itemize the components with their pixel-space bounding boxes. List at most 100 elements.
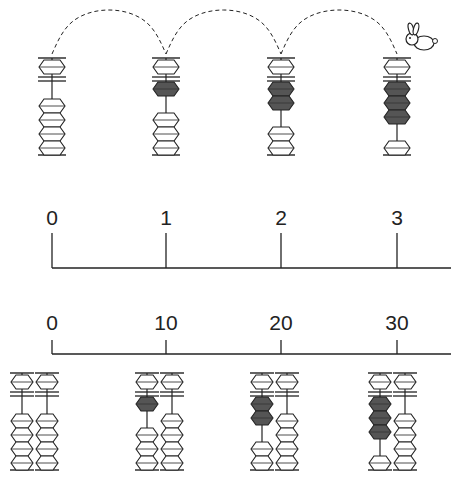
bead bbox=[394, 456, 416, 470]
bead bbox=[153, 113, 179, 127]
bead-edge bbox=[251, 418, 273, 419]
bead-edge bbox=[276, 421, 298, 422]
bead bbox=[136, 442, 158, 456]
frame-bar bbox=[135, 372, 159, 373]
abacus-rod bbox=[383, 58, 411, 155]
beam-bar bbox=[35, 395, 59, 396]
bead-edge bbox=[11, 449, 33, 450]
beam-bar bbox=[38, 80, 66, 81]
bead-edge bbox=[36, 421, 58, 422]
bead-edge bbox=[268, 67, 294, 68]
beam-bar bbox=[275, 391, 299, 392]
frame-bar bbox=[275, 372, 299, 373]
bead-edge bbox=[384, 148, 410, 149]
bead bbox=[384, 141, 410, 155]
bead-edge bbox=[394, 382, 416, 383]
bead-edge bbox=[136, 449, 158, 450]
bead bbox=[276, 456, 298, 470]
rabbit-icon bbox=[406, 23, 438, 50]
bead-edge bbox=[251, 382, 273, 383]
beam-bar bbox=[160, 391, 184, 392]
bead-edge bbox=[11, 421, 33, 422]
bead-edge bbox=[136, 404, 158, 405]
bead-edge bbox=[11, 435, 33, 436]
bead-edge bbox=[369, 463, 391, 464]
abacus-rod bbox=[267, 58, 295, 155]
number-label: 1 bbox=[160, 207, 172, 228]
bead bbox=[39, 113, 65, 127]
bead-edge bbox=[384, 103, 410, 104]
bead-edge bbox=[153, 148, 179, 149]
bead-edge bbox=[251, 449, 273, 450]
tick-mark bbox=[165, 233, 166, 268]
abacus-rod bbox=[10, 373, 34, 470]
bead bbox=[276, 375, 298, 389]
bead-edge bbox=[153, 120, 179, 121]
bead-edge bbox=[394, 421, 416, 422]
bead bbox=[251, 456, 273, 470]
bead-edge bbox=[394, 435, 416, 436]
bead-edge bbox=[161, 435, 183, 436]
bead bbox=[161, 442, 183, 456]
bead bbox=[153, 60, 179, 74]
jump-arc bbox=[166, 10, 281, 54]
counted-bead bbox=[268, 82, 294, 96]
beam-bar bbox=[368, 391, 392, 392]
bead-edge bbox=[369, 432, 391, 433]
bead bbox=[36, 428, 58, 442]
bead bbox=[11, 456, 33, 470]
number-label: 0 bbox=[46, 207, 58, 228]
bead bbox=[394, 414, 416, 428]
counted-bead bbox=[153, 82, 179, 96]
bead-edge bbox=[384, 67, 410, 68]
number-label: 0 bbox=[46, 312, 58, 333]
number-label: 2 bbox=[275, 207, 287, 228]
frame-bar bbox=[368, 372, 392, 373]
frame-bar bbox=[267, 57, 295, 58]
beam-bar bbox=[160, 395, 184, 396]
bead bbox=[251, 375, 273, 389]
bead-edge bbox=[39, 120, 65, 121]
bead bbox=[39, 141, 65, 155]
bead-edge bbox=[268, 134, 294, 135]
bead-edge bbox=[11, 382, 33, 383]
bead-edge bbox=[36, 382, 58, 383]
bead-edge bbox=[153, 89, 179, 90]
bead bbox=[369, 375, 391, 389]
abacus-rod bbox=[368, 373, 392, 470]
bead bbox=[268, 60, 294, 74]
number-line bbox=[52, 267, 451, 269]
counted-bead bbox=[384, 82, 410, 96]
frame-bar bbox=[35, 372, 59, 373]
beam-bar bbox=[152, 76, 180, 77]
bead bbox=[11, 442, 33, 456]
bead-edge bbox=[161, 463, 183, 464]
bead-edge bbox=[161, 382, 183, 383]
abacus-rod bbox=[275, 373, 299, 470]
bead-edge bbox=[369, 418, 391, 419]
bead bbox=[39, 99, 65, 113]
beam-bar bbox=[10, 395, 34, 396]
beam-bar bbox=[35, 391, 59, 392]
frame-bar bbox=[38, 57, 66, 58]
beam-bar bbox=[275, 395, 299, 396]
tick-mark bbox=[165, 340, 166, 354]
bead bbox=[11, 375, 33, 389]
beam-bar bbox=[135, 391, 159, 392]
frame-bar bbox=[393, 372, 417, 373]
bead bbox=[161, 456, 183, 470]
frame-bar bbox=[10, 372, 34, 373]
abacus-rod bbox=[152, 58, 180, 155]
counted-bead bbox=[384, 96, 410, 110]
abacus-rod bbox=[393, 373, 417, 470]
abacus-rod bbox=[250, 373, 274, 470]
counted-bead bbox=[369, 397, 391, 411]
jump-arc bbox=[52, 10, 166, 54]
frame-bar bbox=[250, 372, 274, 373]
number-label: 3 bbox=[391, 207, 403, 228]
bead bbox=[39, 127, 65, 141]
bead-edge bbox=[276, 382, 298, 383]
bead bbox=[36, 375, 58, 389]
bead-edge bbox=[136, 382, 158, 383]
bead-edge bbox=[251, 404, 273, 405]
